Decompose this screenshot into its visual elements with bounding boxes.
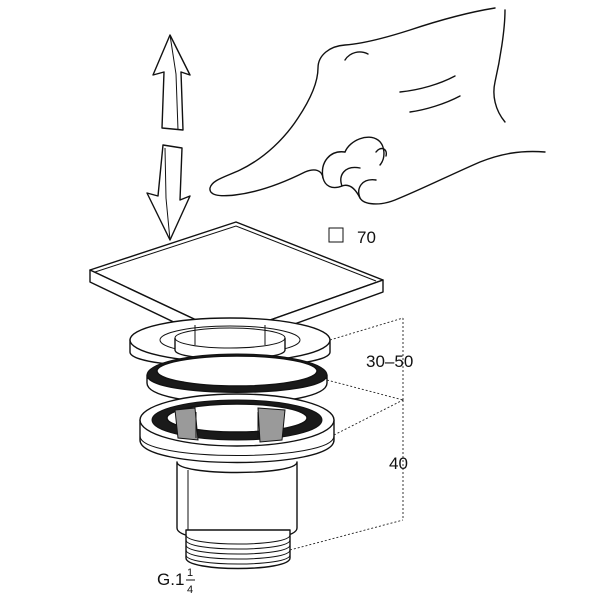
thread-fraction-denominator: 4: [187, 584, 193, 596]
upper-flange: [129, 317, 331, 368]
height-range-label: 30–50: [366, 352, 413, 371]
drain-body: [176, 461, 298, 542]
size-label: 70: [328, 227, 376, 247]
thread-prefix: G.1: [157, 570, 184, 589]
thread-label: G.1 1 4: [157, 567, 195, 596]
dimension-lines: [289, 317, 404, 551]
body-height-label: 40: [389, 454, 408, 473]
lower-flange-ring: [139, 393, 335, 464]
up-down-arrow-icon: [146, 34, 191, 241]
thread-section: [185, 529, 291, 570]
pointing-hand-icon: [209, 7, 546, 205]
thread-fraction-numerator: 1: [187, 567, 193, 579]
size-value: 70: [357, 228, 376, 247]
